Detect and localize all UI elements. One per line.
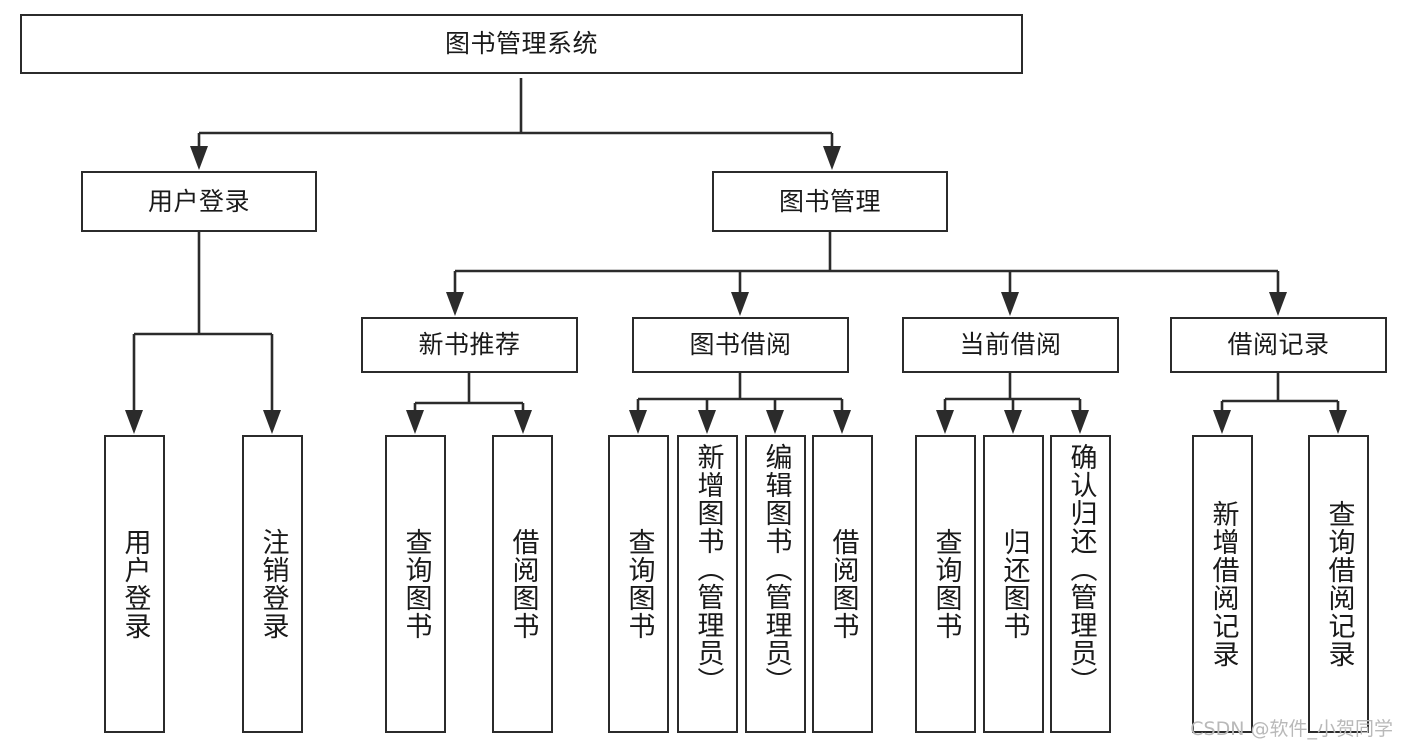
node-book-borrow[interactable]: 图书借阅 (632, 317, 849, 373)
node-book-management[interactable]: 图书管理 (712, 171, 948, 232)
node-label: 借阅图书 (507, 528, 539, 640)
node-label: 借阅图书 (827, 528, 859, 640)
node-label: 用户登录 (119, 528, 151, 640)
leaf-borrow-book-1[interactable]: 借阅图书 (492, 435, 553, 733)
node-root-system[interactable]: 图书管理系统 (20, 14, 1023, 74)
node-label: 查询借阅记录 (1323, 500, 1355, 668)
node-label: 确认归还（管理员） (1065, 443, 1097, 695)
leaf-borrow-book-2[interactable]: 借阅图书 (812, 435, 873, 733)
node-label: 当前借阅 (959, 330, 1062, 359)
node-label: 新增图书（管理员） (692, 443, 724, 695)
node-label: 查询图书 (930, 528, 962, 640)
node-label: 用户登录 (147, 186, 250, 216)
leaf-query-book-1[interactable]: 查询图书 (385, 435, 446, 733)
leaf-user-logout[interactable]: 注销登录 (242, 435, 303, 733)
node-label: 新增借阅记录 (1207, 500, 1239, 668)
node-label: 借阅记录 (1227, 330, 1330, 359)
leaf-user-login[interactable]: 用户登录 (104, 435, 165, 733)
leaf-add-borrow-record[interactable]: 新增借阅记录 (1192, 435, 1253, 733)
node-label: 图书借阅 (689, 330, 792, 359)
leaf-query-book-2[interactable]: 查询图书 (608, 435, 669, 733)
leaf-confirm-return-admin[interactable]: 确认归还（管理员） (1050, 435, 1111, 733)
node-current-borrow[interactable]: 当前借阅 (902, 317, 1119, 373)
leaf-add-book-admin[interactable]: 新增图书（管理员） (677, 435, 738, 733)
leaf-query-borrow-record[interactable]: 查询借阅记录 (1308, 435, 1369, 733)
node-label: 归还图书 (998, 528, 1030, 640)
leaf-return-book[interactable]: 归还图书 (983, 435, 1044, 733)
node-label: 图书管理 (778, 186, 881, 216)
node-new-book-recommend[interactable]: 新书推荐 (361, 317, 578, 373)
leaf-edit-book-admin[interactable]: 编辑图书（管理员） (745, 435, 806, 733)
node-label: 图书管理系统 (444, 29, 598, 58)
csdn-watermark: CSDN @软件_小贺同学 (1190, 718, 1393, 740)
node-label: 编辑图书（管理员） (760, 443, 792, 695)
node-label: 注销登录 (257, 528, 289, 640)
node-label: 新书推荐 (418, 330, 521, 359)
node-label: 查询图书 (623, 528, 655, 640)
node-borrow-record[interactable]: 借阅记录 (1170, 317, 1387, 373)
node-user-login[interactable]: 用户登录 (81, 171, 317, 232)
leaf-query-book-3[interactable]: 查询图书 (915, 435, 976, 733)
node-label: 查询图书 (400, 528, 432, 640)
